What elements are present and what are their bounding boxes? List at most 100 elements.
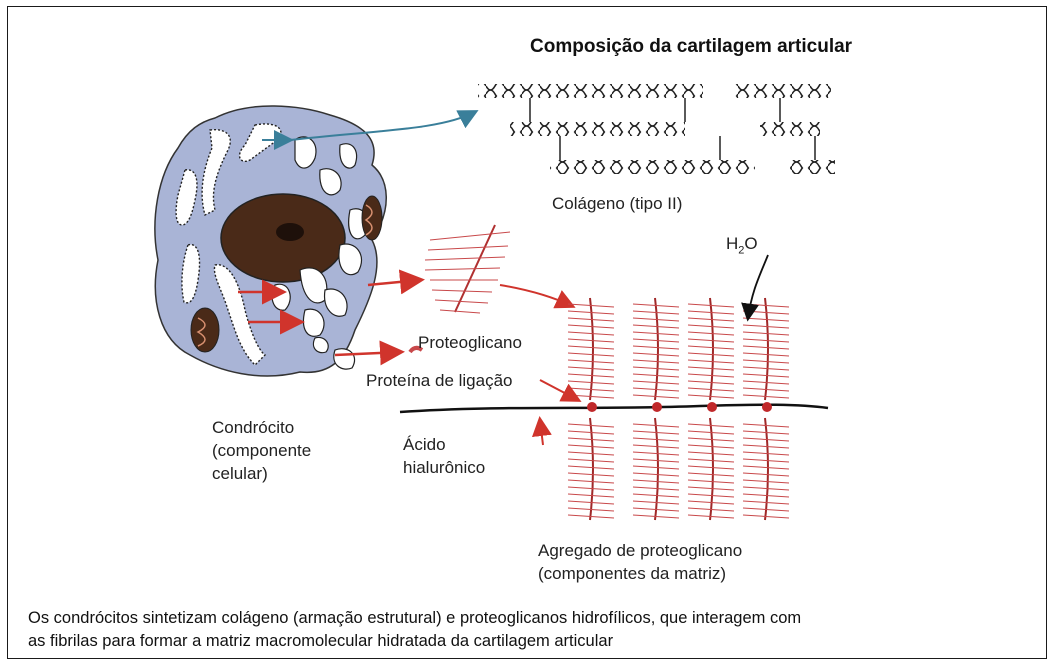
core-protein bbox=[710, 298, 713, 400]
link-protein bbox=[652, 402, 662, 412]
glycosaminoglycan-chain bbox=[688, 452, 734, 455]
glycosaminoglycan-chain bbox=[688, 325, 734, 328]
glycosaminoglycan-chain bbox=[568, 367, 614, 370]
collagen-fibrils bbox=[478, 84, 835, 174]
glycosaminoglycan-chain bbox=[633, 346, 679, 349]
glycosaminoglycan-chain bbox=[688, 346, 734, 349]
arrow-to-aggregate bbox=[500, 285, 572, 306]
glycosaminoglycan-chain bbox=[633, 360, 679, 363]
glycosaminoglycan-chain bbox=[633, 332, 679, 335]
glycosaminoglycan-chain bbox=[568, 325, 614, 328]
glycosaminoglycan-chain bbox=[743, 332, 789, 335]
core-protein bbox=[655, 298, 658, 400]
glycosaminoglycan-chain bbox=[633, 452, 679, 455]
glycosaminoglycan-chain bbox=[568, 466, 614, 469]
chondrocyte-label-2: (componente bbox=[212, 440, 311, 461]
glycosaminoglycan-chain bbox=[633, 480, 679, 483]
glycosaminoglycan-chain bbox=[633, 353, 679, 356]
glycosaminoglycan-chain bbox=[568, 339, 614, 342]
link-protein bbox=[587, 402, 597, 412]
water-suffix: O bbox=[744, 234, 757, 253]
caption-line-2: as fibrilas para formar a matriz macromo… bbox=[28, 630, 1028, 653]
glycosaminoglycan-chain bbox=[568, 332, 614, 335]
hyaluronic-label-1: Ácido bbox=[403, 434, 446, 455]
aggregate-label-1: Agregado de proteoglicano bbox=[538, 540, 742, 561]
glycosaminoglycan-chain bbox=[633, 466, 679, 469]
link-protein bbox=[707, 402, 717, 412]
glycosaminoglycan-chain bbox=[743, 452, 789, 455]
glycosaminoglycan-chain bbox=[743, 360, 789, 363]
proteoglycan-label: Proteoglicano bbox=[418, 332, 522, 353]
glycosaminoglycan-chain bbox=[633, 473, 679, 476]
glycosaminoglycan-chain bbox=[633, 339, 679, 342]
glycosaminoglycan-chain bbox=[688, 332, 734, 335]
core-protein bbox=[710, 418, 713, 520]
glycosaminoglycan-chain bbox=[743, 346, 789, 349]
glycosaminoglycan-chain bbox=[568, 459, 614, 462]
glycosaminoglycan-chain bbox=[633, 494, 679, 497]
collagen-label: Colágeno (tipo II) bbox=[552, 193, 682, 214]
glycosaminoglycan-chain bbox=[568, 374, 614, 377]
core-protein bbox=[590, 418, 593, 520]
chondrocyte-label-1: Condrócito bbox=[212, 417, 294, 438]
glycosaminoglycan-chain bbox=[633, 325, 679, 328]
glycosaminoglycan-chain bbox=[568, 480, 614, 483]
link-protein bbox=[762, 402, 772, 412]
glycosaminoglycan-chain bbox=[688, 339, 734, 342]
hyaluronic-arrow bbox=[540, 420, 543, 445]
glycosaminoglycan-chain bbox=[688, 480, 734, 483]
glycosaminoglycan-chain bbox=[568, 494, 614, 497]
glycosaminoglycan-chain bbox=[633, 374, 679, 377]
glycosaminoglycan-chain bbox=[568, 353, 614, 356]
glycosaminoglycan-chain bbox=[688, 353, 734, 356]
glycosaminoglycan-chain bbox=[743, 494, 789, 497]
glycosaminoglycan-chain bbox=[688, 473, 734, 476]
glycosaminoglycan-chain bbox=[688, 360, 734, 363]
glycosaminoglycan-chain bbox=[688, 459, 734, 462]
link-protein-label: Proteína de ligação bbox=[366, 370, 513, 391]
glycosaminoglycan-chain bbox=[688, 487, 734, 490]
glycosaminoglycan-chain bbox=[568, 473, 614, 476]
aggregate-columns bbox=[568, 298, 789, 520]
glycosaminoglycan-chain bbox=[743, 353, 789, 356]
glycosaminoglycan-chain bbox=[688, 445, 734, 448]
glycosaminoglycan-chain bbox=[743, 325, 789, 328]
glycosaminoglycan-chain bbox=[568, 487, 614, 490]
arrow-red-4 bbox=[368, 280, 420, 285]
glycosaminoglycan-chain bbox=[743, 480, 789, 483]
caption-line-1: Os condrócitos sintetizam colágeno (arma… bbox=[28, 607, 1028, 630]
glycosaminoglycan-chain bbox=[688, 494, 734, 497]
glycosaminoglycan-chain bbox=[568, 452, 614, 455]
figure-caption: Os condrócitos sintetizam colágeno (arma… bbox=[28, 607, 1028, 653]
proteoglycan-monomer bbox=[425, 225, 510, 313]
glycosaminoglycan-chain bbox=[568, 360, 614, 363]
water-prefix: H bbox=[726, 234, 738, 253]
glycosaminoglycan-chain bbox=[743, 374, 789, 377]
core-protein bbox=[765, 298, 768, 400]
core-protein bbox=[655, 418, 658, 520]
aggregate-label-2: (componentes da matriz) bbox=[538, 563, 726, 584]
glycosaminoglycan-chain bbox=[568, 346, 614, 349]
glycosaminoglycan-chain bbox=[633, 367, 679, 370]
link-protein-arrow bbox=[540, 380, 578, 400]
water-label: H2O bbox=[726, 233, 758, 261]
glycosaminoglycan-chain bbox=[743, 487, 789, 490]
glycosaminoglycan-chain bbox=[743, 473, 789, 476]
hyaluronic-label-2: hialurônico bbox=[403, 457, 485, 478]
glycosaminoglycan-chain bbox=[688, 367, 734, 370]
glycosaminoglycan-chain bbox=[633, 445, 679, 448]
glycosaminoglycan-chain bbox=[688, 374, 734, 377]
glycosaminoglycan-chain bbox=[743, 466, 789, 469]
core-protein bbox=[765, 418, 768, 520]
glycosaminoglycan-chain bbox=[568, 445, 614, 448]
glycosaminoglycan-chain bbox=[688, 466, 734, 469]
glycosaminoglycan-chain bbox=[743, 459, 789, 462]
nucleolus bbox=[276, 223, 304, 241]
glycosaminoglycan-chain bbox=[633, 459, 679, 462]
glycosaminoglycan-chain bbox=[743, 445, 789, 448]
glycosaminoglycan-chain bbox=[743, 367, 789, 370]
water-arrow bbox=[748, 255, 768, 318]
chondrocyte-label-3: celular) bbox=[212, 463, 268, 484]
chondrocyte-cell bbox=[155, 106, 386, 376]
